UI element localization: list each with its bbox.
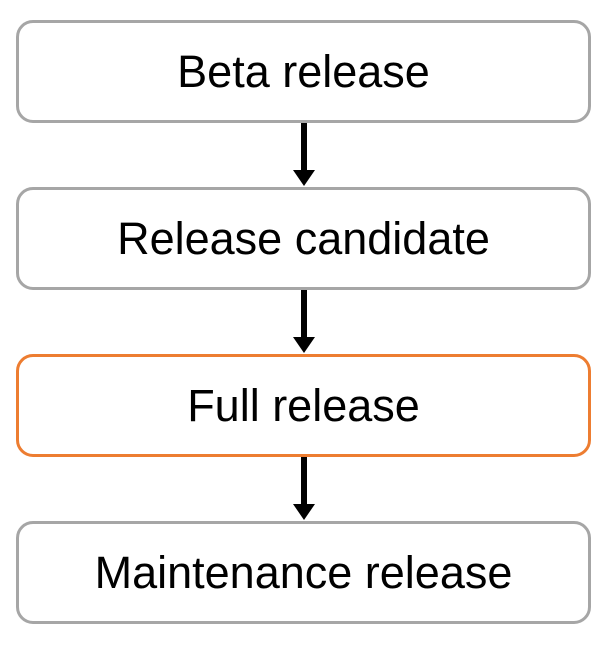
node-release-candidate: Release candidate	[16, 187, 591, 290]
node-beta-release: Beta release	[16, 20, 591, 123]
arrow-head	[292, 337, 315, 353]
arrow-stem	[300, 290, 307, 338]
arrow-stem	[300, 123, 307, 171]
down-arrow-icon	[292, 123, 315, 187]
node-maintenance-release: Maintenance release	[16, 521, 591, 624]
down-arrow-icon	[292, 290, 315, 354]
arrow-head	[292, 170, 315, 186]
down-arrow-icon	[292, 457, 315, 521]
node-full-release: Full release	[16, 354, 591, 457]
arrow-stem	[300, 457, 307, 505]
arrow-head	[292, 504, 315, 520]
